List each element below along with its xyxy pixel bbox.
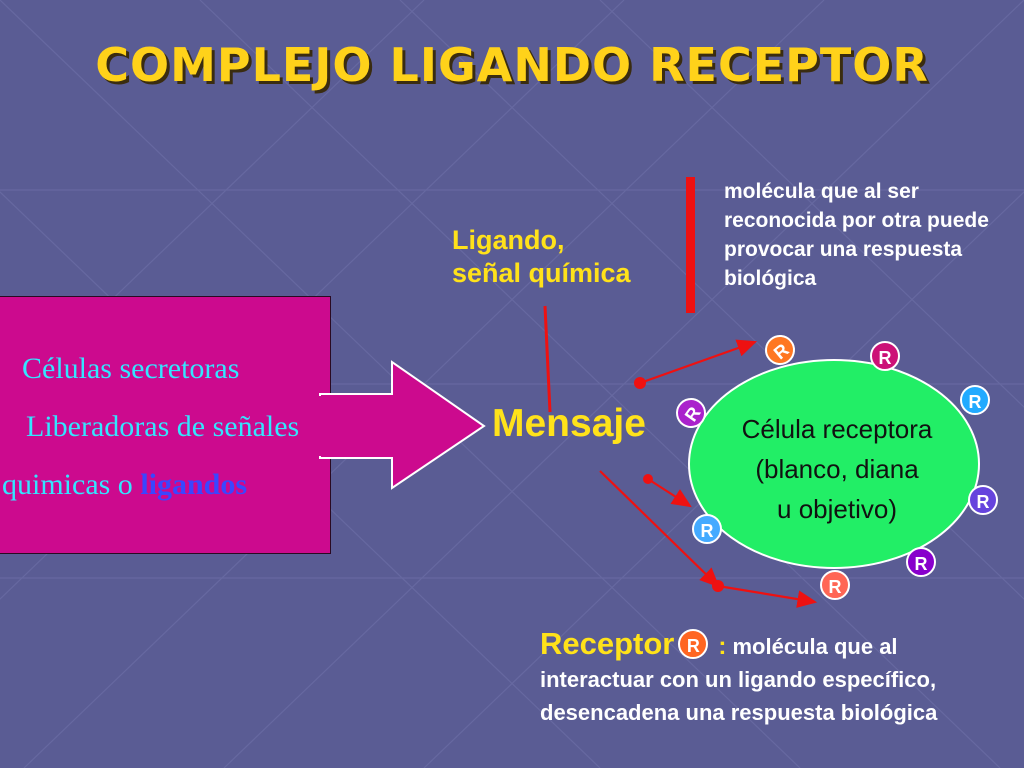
receptor-badge-right-top: R	[960, 385, 990, 415]
target-cell-line2: (blanco, diana	[755, 454, 919, 484]
secretory-line3-prefix: quimicas o	[2, 468, 141, 501]
ligand-dot-bottom	[712, 580, 724, 592]
target-cell-line1: Célula receptora	[741, 414, 933, 444]
secretory-line2: Liberadoras de señales	[26, 410, 300, 443]
ligand-label: Ligando, señal química	[452, 224, 631, 290]
receptor-colon: :	[718, 633, 727, 660]
message-arrow-bottom	[599, 470, 720, 588]
receptor-badge-bottom: R	[820, 570, 850, 600]
ligand-label-line1: Ligando,	[452, 225, 565, 255]
ligand-label-line2: señal química	[452, 258, 631, 288]
receptor-legend-badge: R	[678, 629, 709, 660]
target-cell-ellipse	[688, 359, 980, 569]
ligand-definition: molécula que al ser reconocida por otra …	[724, 180, 989, 290]
secretory-line3: quimicas o ligandos	[2, 468, 247, 502]
receptor-term: Receptor	[540, 626, 675, 661]
message-arrow-top	[639, 339, 758, 385]
secretory-line1: Células secretoras	[22, 352, 240, 385]
receptor-badge-right-bottom: R	[968, 485, 998, 515]
target-cell-label: Célula receptora (blanco, diana u objeti…	[692, 409, 982, 529]
ligand-dot-middle	[643, 474, 653, 484]
message-label: Mensaje	[492, 402, 646, 445]
receptor-arrow-bottom	[717, 584, 818, 608]
ligand-divider-bar	[686, 177, 695, 313]
message-arrow-middle	[647, 478, 692, 508]
secretory-ligands-highlight: ligandos	[140, 468, 248, 501]
target-cell-line3: u objetivo)	[777, 494, 897, 524]
ligand-to-message-line	[543, 305, 552, 413]
ligand-dot-top	[634, 377, 646, 389]
receptor-definition-text: molécula que al interactuar con un ligan…	[540, 634, 938, 726]
receptor-badge-bottom-right: R	[906, 547, 936, 577]
receptor-badge-top: R	[870, 341, 900, 371]
receptor-badge-bottom-left: R	[692, 514, 722, 544]
slide-title: COMPLEJO LIGANDO RECEPTOR	[95, 38, 929, 92]
block-arrow-icon	[318, 360, 486, 490]
